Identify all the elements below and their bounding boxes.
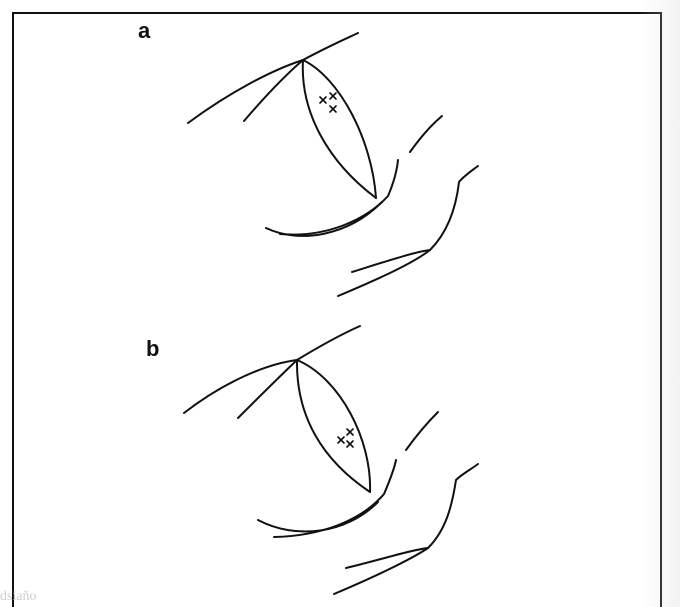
upper-lid-crease-b [184,326,360,413]
lower-lid-b [274,460,396,537]
cheek-line-b [334,464,478,594]
cross-mark-b2 [347,429,353,435]
cross-mark-b1 [338,437,344,443]
outer-wrinkle-b [406,412,438,450]
cheek-fold-a [352,250,430,272]
lower-lid-a [280,160,398,235]
marker-crosses-b [338,429,353,447]
cross-mark-a3 [330,106,336,112]
cross-mark-a2 [330,93,336,99]
eyeball-outer-a [303,60,376,198]
panel-a-drawing [188,33,478,296]
marker-crosses-a [320,93,336,112]
upper-lid-line-a [244,60,303,121]
cheek-line-a [338,166,478,296]
outer-wrinkle-a [410,116,442,152]
panel-b-drawing [184,326,478,594]
bleed-through-text: dsiaño [0,590,37,604]
eyeball-outer-b [297,360,370,492]
eyeball-inner-a [303,60,376,198]
cross-mark-b3 [347,441,353,447]
upper-lid-line-b [238,360,297,418]
cross-mark-a1 [320,97,326,103]
lower-lid-fold-b [258,502,378,532]
cheek-fold-b [346,548,428,568]
eyeball-inner-b [297,360,370,492]
